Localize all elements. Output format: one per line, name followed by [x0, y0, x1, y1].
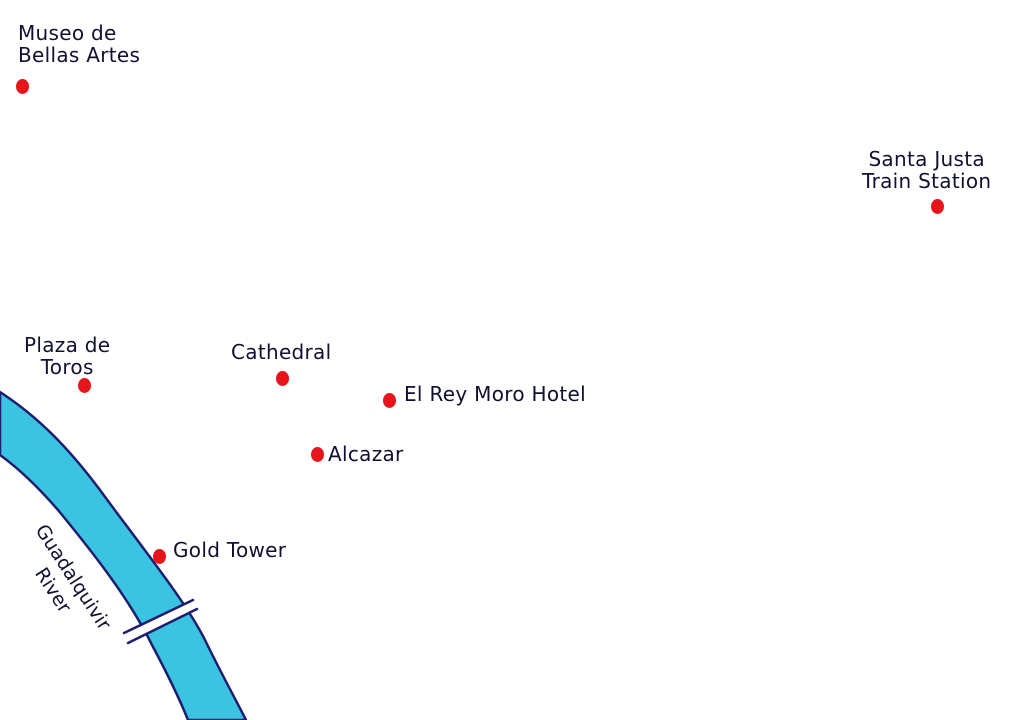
place-marker-alcazar[interactable] [310, 446, 324, 462]
place-label-museo-de-bellas-artes: Museo de Bellas Artes [18, 21, 141, 67]
place-label-alcazar: Alcazar [328, 442, 404, 466]
place-label-el-rey-moro-hotel: El Rey Moro Hotel [404, 382, 586, 406]
place-marker-gold-tower[interactable] [152, 548, 166, 564]
place-label-cathedral: Cathedral [231, 340, 332, 364]
bridge [122, 598, 199, 645]
place-marker-museo-de-bellas-artes[interactable] [15, 78, 29, 94]
place-marker-cathedral[interactable] [275, 370, 289, 386]
place-marker-plaza-de-toros[interactable] [77, 377, 91, 393]
place-label-gold-tower: Gold Tower [173, 538, 287, 562]
place-label-plaza-de-toros: Plaza de Toros [24, 333, 111, 379]
place-marker-el-rey-moro-hotel[interactable] [382, 392, 396, 408]
place-label-santa-justa-train-station: Santa Justa Train Station [862, 147, 992, 193]
place-marker-santa-justa-train-station[interactable] [930, 198, 944, 214]
